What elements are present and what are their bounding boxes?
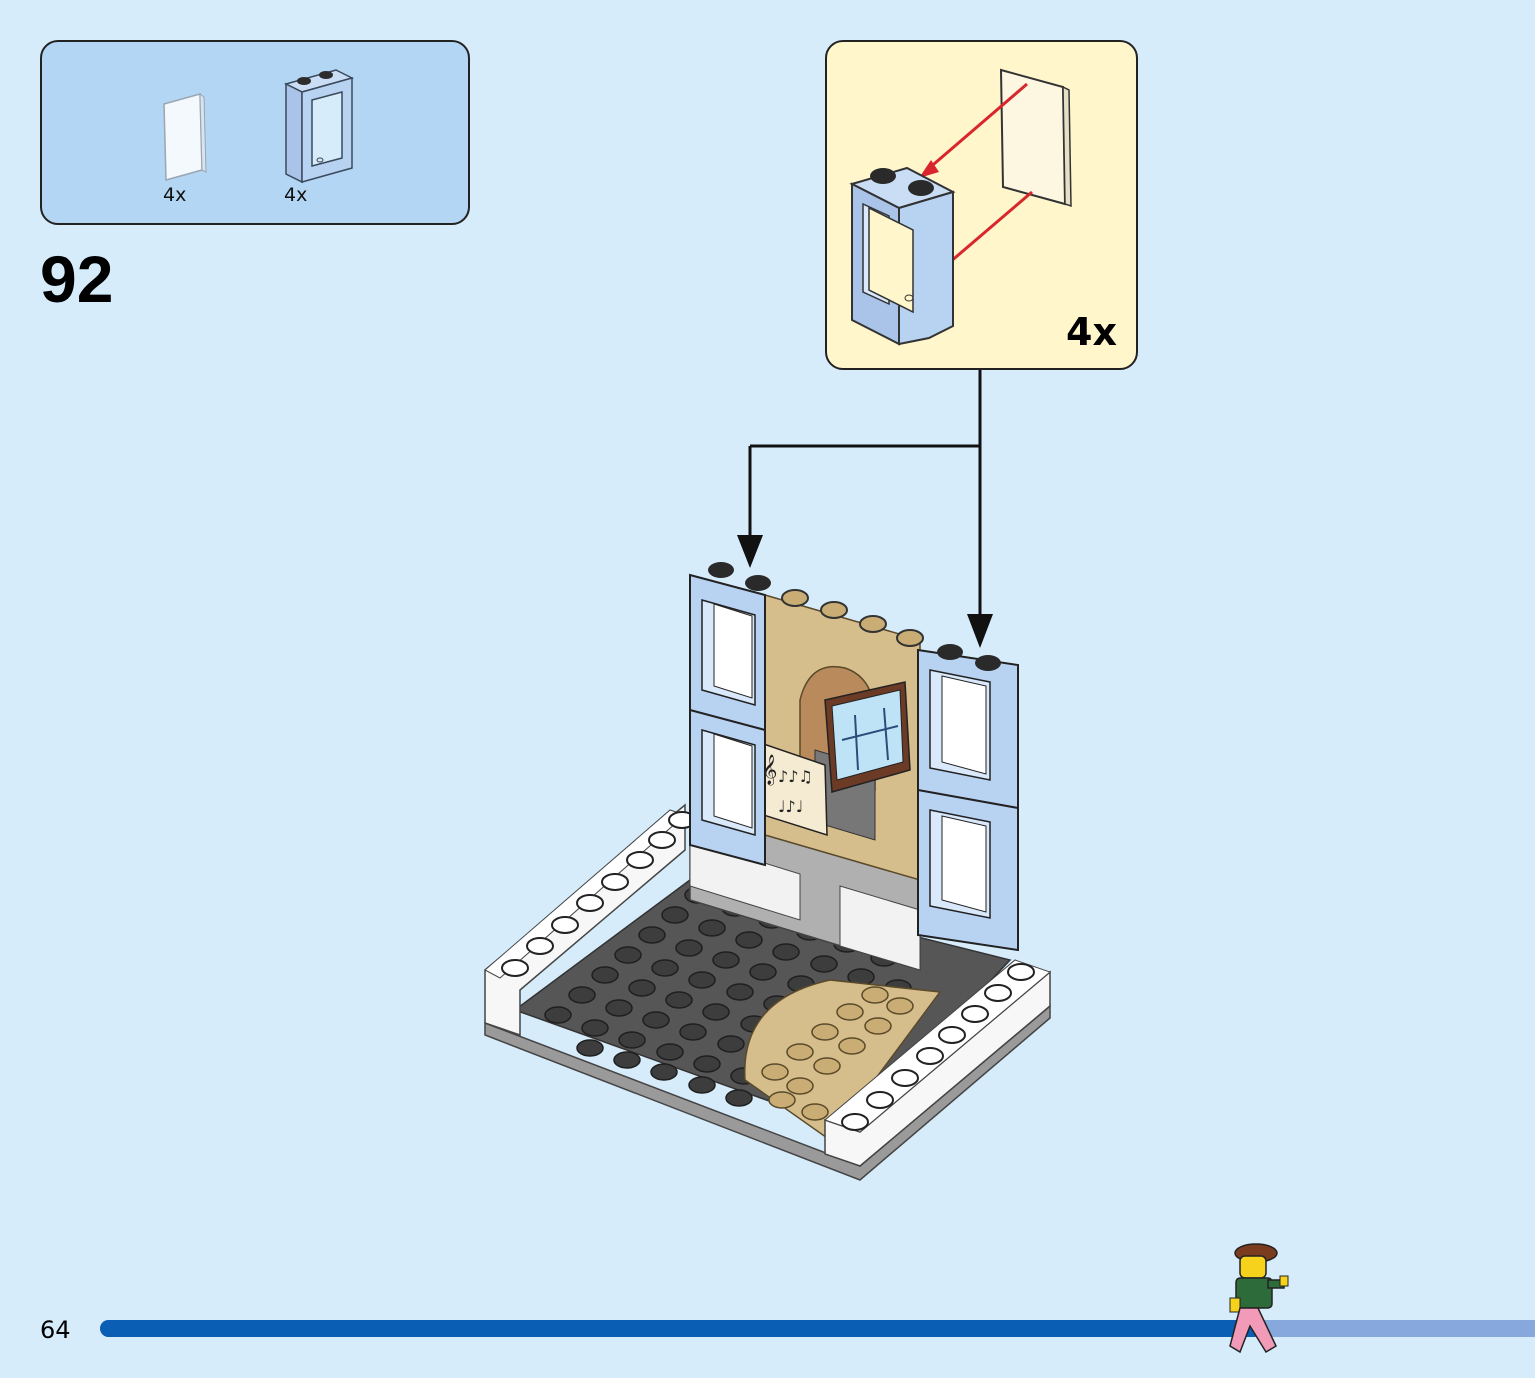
minifigure-progress-marker-icon xyxy=(1229,1243,1289,1354)
progress-bar-fill xyxy=(100,1320,1262,1337)
svg-text:♪♪♫: ♪♪♫ xyxy=(778,767,813,786)
window-frame-part-icon xyxy=(283,69,355,184)
glass-pane-part-icon xyxy=(163,92,207,181)
page-number: 64 xyxy=(40,1316,71,1344)
glass-pane-quantity: 4x xyxy=(163,184,187,206)
progress-bar-track xyxy=(100,1320,1535,1337)
window-frame-quantity: 4x xyxy=(284,184,308,206)
main-model-illustration: 𝄞 ♪♪♫ ♩♪♩ xyxy=(484,562,1051,1181)
callout-window-assembly-illustration xyxy=(849,68,1072,346)
callout-quantity: 4x xyxy=(1066,310,1117,354)
parts-list-box xyxy=(40,40,470,225)
step-number: 92 xyxy=(40,242,114,316)
sub-assembly-callout xyxy=(825,40,1138,370)
svg-text:♩♪♩: ♩♪♩ xyxy=(778,797,803,816)
